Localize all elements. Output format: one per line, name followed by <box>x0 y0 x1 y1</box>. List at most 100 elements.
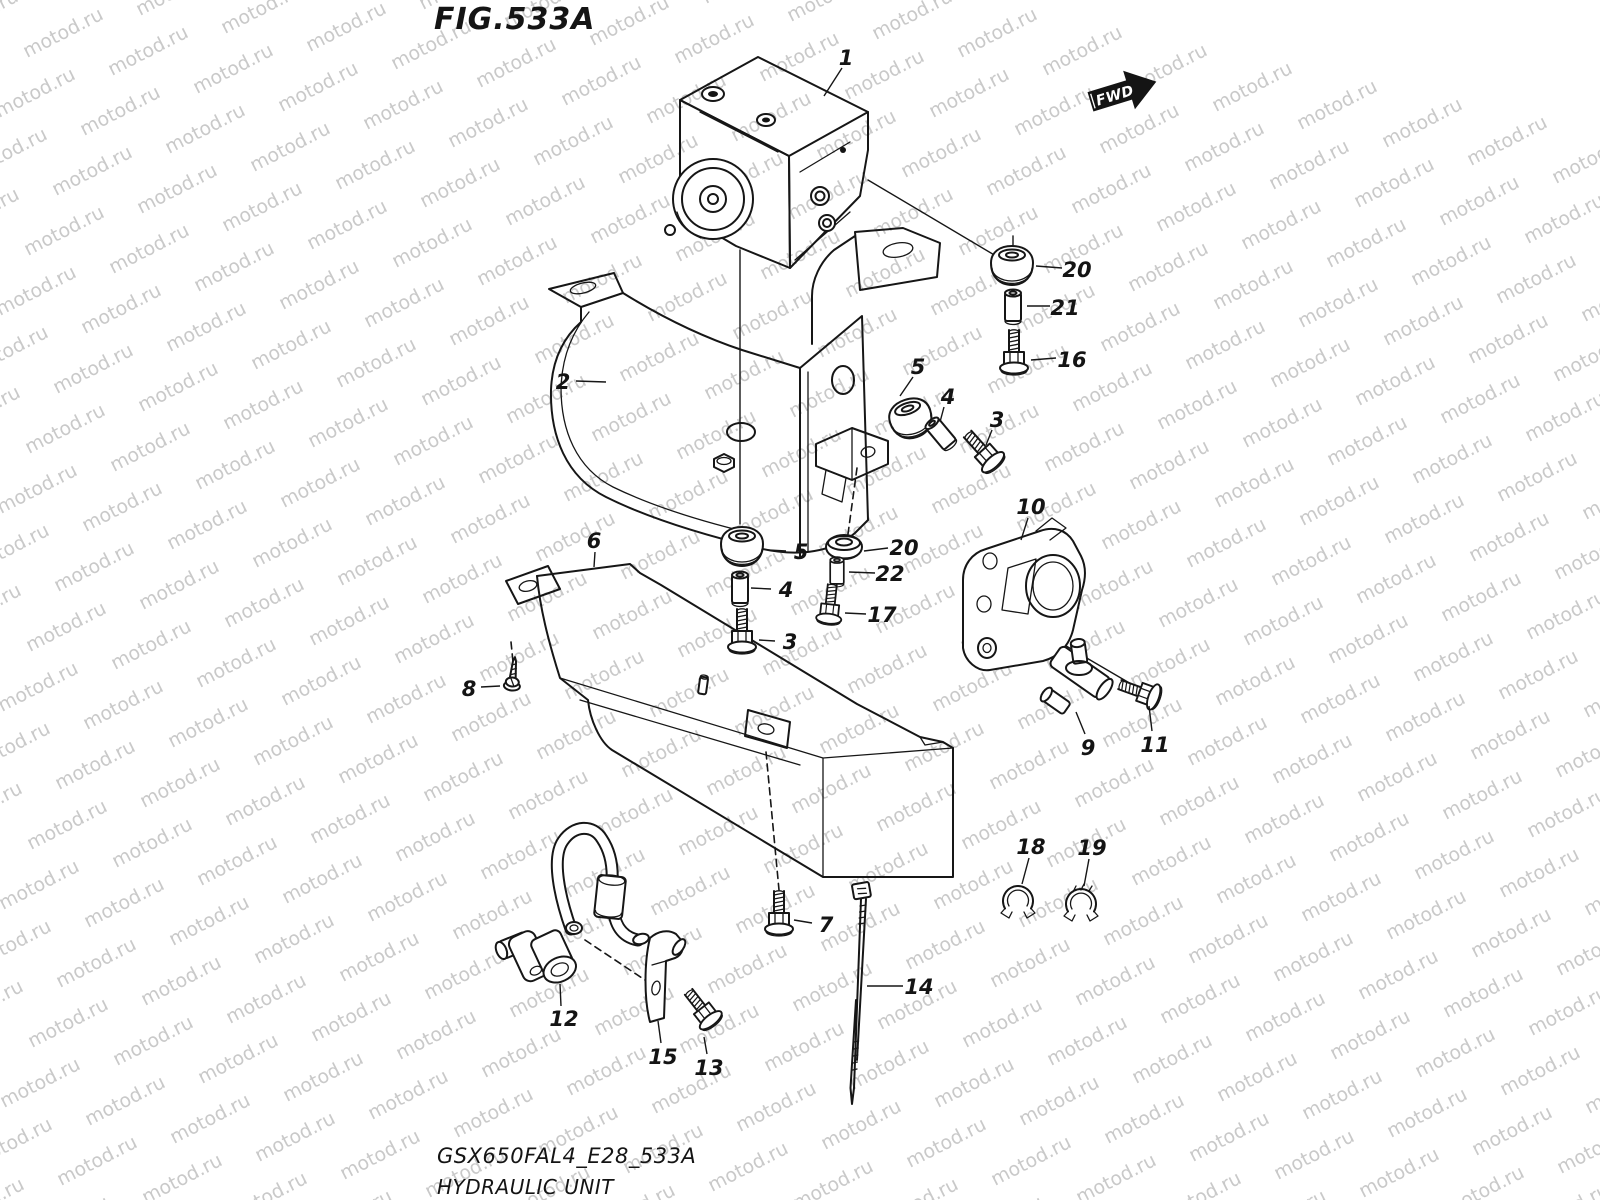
watermark-text: motod.ru <box>222 969 310 1028</box>
watermark-text: motod.ru <box>81 1071 169 1130</box>
watermark-text: motod.ru <box>0 183 23 242</box>
part-10-bracket-plate <box>962 517 1086 672</box>
leader-line-18 <box>1021 857 1030 885</box>
watermark-text: motod.ru <box>1577 267 1600 326</box>
watermark-text: motod.ru <box>190 237 278 296</box>
watermark-text: motod.ru <box>1351 351 1439 410</box>
part-label-10: 10 <box>1016 495 1045 519</box>
watermark-text: motod.ru <box>1265 135 1353 194</box>
watermark-text: motod.ru <box>336 1125 424 1184</box>
watermark-text: motod.ru <box>217 0 305 38</box>
watermark-text: motod.ru <box>308 1185 396 1200</box>
watermark-text: motod.ru <box>1294 273 1382 332</box>
watermark-text: motod.ru <box>1578 465 1600 524</box>
watermark-text: motod.ru <box>219 375 307 434</box>
leader-line-15 <box>657 1020 662 1044</box>
watermark-text: motod.ru <box>1352 549 1440 608</box>
watermark-text: motod.ru <box>20 201 108 260</box>
watermark-text: motod.ru <box>1463 111 1551 170</box>
watermark-text: motod.ru <box>1070 753 1158 812</box>
watermark-text: motod.ru <box>302 0 390 56</box>
watermark-text: motod.ru <box>1126 633 1214 692</box>
watermark-text: motod.ru <box>645 663 733 722</box>
leader-line-22 <box>848 571 876 574</box>
watermark-text: motod.ru <box>445 291 533 350</box>
watermark-text: motod.ru <box>279 1047 367 1106</box>
watermark-text: motod.ru <box>1353 747 1441 806</box>
watermark-text: motod.ru <box>0 519 53 578</box>
watermark-text: motod.ru <box>1525 1179 1600 1200</box>
watermark-text: motod.ru <box>987 1131 1075 1190</box>
leader-line-16 <box>1030 357 1057 361</box>
watermark-text: motod.ru <box>1241 987 1329 1046</box>
watermark-text: motod.ru <box>24 993 112 1052</box>
watermark-text: motod.ru <box>194 1029 282 1088</box>
watermark-text: motod.ru <box>474 429 562 488</box>
watermark-text: motod.ru <box>220 573 308 632</box>
watermark-text: motod.ru <box>162 297 250 356</box>
watermark-text: motod.ru <box>986 933 1074 992</box>
watermark-text: motod.ru <box>108 813 196 872</box>
watermark-text: motod.ru <box>135 555 223 614</box>
watermark-text: motod.ru <box>0 657 82 716</box>
watermark-text: motod.ru <box>1407 231 1495 290</box>
watermark-text: motod.ru <box>475 627 563 686</box>
watermark-text: motod.ru <box>840 45 928 104</box>
watermark-text: motod.ru <box>1153 375 1241 434</box>
footer-figure-name: HYDRAULIC UNIT <box>437 1175 614 1199</box>
watermark-text: motod.ru <box>164 693 252 752</box>
watermark-text: motod.ru <box>1240 789 1328 848</box>
watermark-text: motod.ru <box>22 597 110 656</box>
watermark-text: motod.ru <box>1038 21 1126 80</box>
watermark-text: motod.ru <box>51 735 139 794</box>
watermark-text: motod.ru <box>476 825 564 884</box>
watermark-text: motod.ru <box>1212 849 1300 908</box>
part-label-18: 18 <box>1016 835 1045 859</box>
watermark-text: motod.ru <box>1267 531 1355 590</box>
watermark-text: motod.ru <box>1468 1101 1556 1160</box>
watermark-text: motod.ru <box>420 945 508 1004</box>
watermark-text: motod.ru <box>1095 99 1183 158</box>
watermark-text: motod.ru <box>1464 309 1552 368</box>
watermark-text: motod.ru <box>77 279 165 338</box>
part-4-collar-right <box>922 414 960 454</box>
watermark-text: motod.ru <box>1154 573 1242 632</box>
watermark-text: motod.ru <box>1270 1125 1358 1184</box>
watermark-text: motod.ru <box>0 0 22 44</box>
watermark-text: motod.ru <box>277 651 365 710</box>
leader-line-2 <box>575 380 607 383</box>
watermark-text: motod.ru <box>1580 861 1600 920</box>
leader-lines <box>480 67 1153 1055</box>
watermark-text: motod.ru <box>25 1191 113 1200</box>
watermark-text: motod.ru <box>444 93 532 152</box>
watermark-text: motod.ru <box>334 729 422 788</box>
part-1-hydraulic-unit <box>664 56 869 269</box>
part-label-15: 15 <box>648 1045 677 1069</box>
watermark-text: motod.ru <box>307 987 395 1046</box>
watermark-text: motod.ru <box>1010 81 1098 140</box>
watermark-text: motod.ru <box>332 333 420 392</box>
watermark-text: motod.ru <box>76 81 164 140</box>
watermark-text: motod.ru <box>138 1149 226 1200</box>
watermark-text: motod.ru <box>787 759 875 818</box>
watermark-text: motod.ru <box>48 141 136 200</box>
leader-line-7 <box>793 919 813 924</box>
watermark-text: motod.ru <box>1382 885 1470 944</box>
watermark-text: motod.ru <box>1237 195 1325 254</box>
part-6-cover <box>505 563 954 878</box>
watermark-text: motod.ru <box>418 549 506 608</box>
watermark-text: motod.ru <box>927 459 1015 518</box>
part-4-collar-center <box>731 570 749 608</box>
part-label-2: 2 <box>556 370 571 394</box>
watermark-text: motod.ru <box>0 459 81 518</box>
watermark-text: motod.ru <box>107 615 195 674</box>
watermark-text: motod.ru <box>1552 921 1600 980</box>
watermark-text: motod.ru <box>959 1191 1047 1200</box>
watermark-text: motod.ru <box>1579 663 1600 722</box>
watermark-text: motod.ru <box>900 717 988 776</box>
watermark-text: motod.ru <box>1383 1083 1471 1142</box>
watermark-text: motod.ru <box>473 231 561 290</box>
watermark-text: motod.ru <box>391 807 479 866</box>
watermark-text: motod.ru <box>1295 471 1383 530</box>
leader-line-3 <box>758 639 776 642</box>
